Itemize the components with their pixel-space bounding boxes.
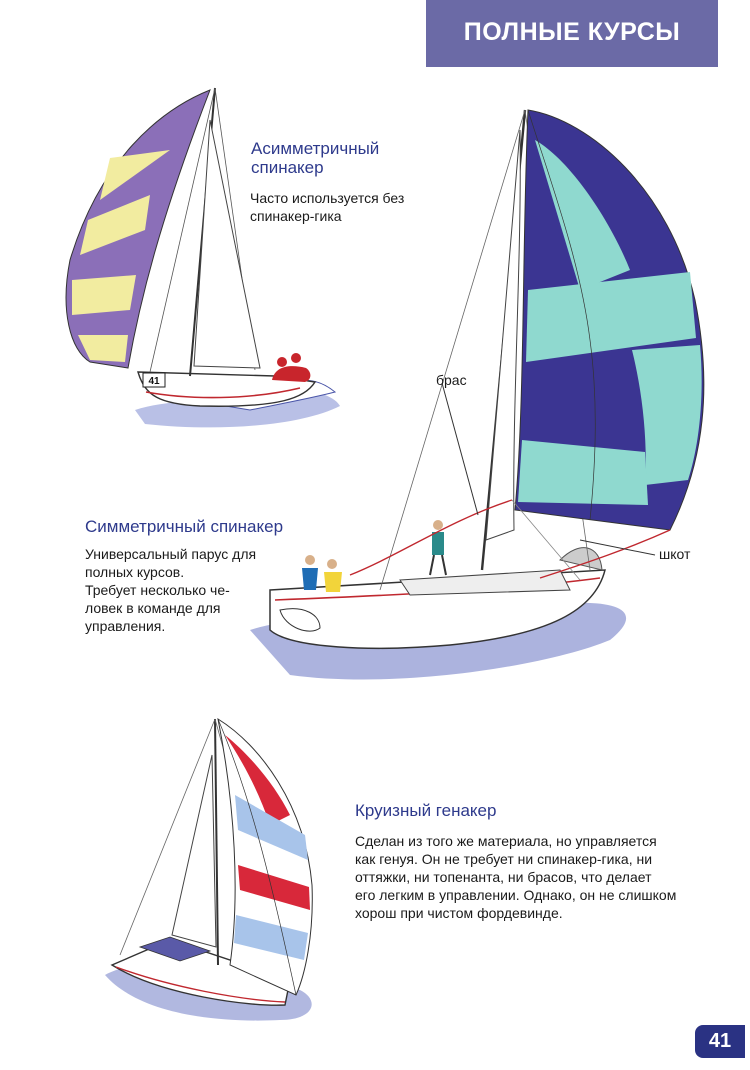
- cruising-body-line-3: оттяжки, ни топенанта, ни брасов, что де…: [355, 869, 652, 885]
- cruising-gennaker-illustration: [105, 717, 313, 1021]
- hull-number-label: 41: [148, 376, 160, 387]
- asymmetric-body-line-1: Часто используется без: [250, 190, 405, 206]
- cruising-body-line-4: его легким в управлении. Однако, он не с…: [355, 887, 677, 903]
- cruising-gennaker-heading: Круизный генакер: [355, 801, 497, 820]
- section-header-band: ПОЛНЫЕ КУРСЫ: [426, 0, 718, 67]
- symmetric-body-line-5: управления.: [85, 618, 166, 634]
- symmetric-body-line-1: Универсальный парус для: [85, 546, 257, 562]
- sheet-callout-label: шкот: [659, 546, 691, 562]
- page-number-badge: 41: [695, 1025, 745, 1058]
- asymmetric-heading-line-2: спинакер: [251, 158, 324, 177]
- symmetric-spinnaker-illustration: [250, 109, 705, 680]
- cruising-gennaker-description: Сделан из того же материала, но управляе…: [355, 832, 676, 922]
- asymmetric-spinnaker-description: Часто используется без спинакер-гика: [250, 189, 404, 225]
- brace-callout-label: брас: [436, 372, 467, 388]
- asymmetric-spinnaker-illustration: 41: [65, 87, 340, 428]
- symmetric-spinnaker-description: Универсальный парус для полных курсов. Т…: [85, 545, 256, 635]
- symmetric-body-line-4: ловек в команде для: [85, 600, 221, 616]
- symmetric-body-line-2: полных курсов.: [85, 564, 185, 580]
- symmetric-spinnaker-heading: Симметричный спинакер: [85, 517, 284, 536]
- cruising-body-line-2: как генуя. Он не требует ни спинакер-гик…: [355, 851, 653, 867]
- cruising-body-line-5: хорош при чистом фордевинде.: [355, 905, 563, 921]
- asymmetric-heading-line-1: Асимметричный: [251, 139, 380, 158]
- asymmetric-spinnaker-heading: Асимметричный спинакер: [251, 139, 379, 177]
- cruising-body-line-1: Сделан из того же материала, но управляе…: [355, 833, 657, 849]
- asymmetric-body-line-2: спинакер-гика: [250, 208, 342, 224]
- symmetric-body-line-3: Требует несколько че-: [85, 582, 230, 598]
- section-title: ПОЛНЫЕ КУРСЫ: [463, 18, 681, 46]
